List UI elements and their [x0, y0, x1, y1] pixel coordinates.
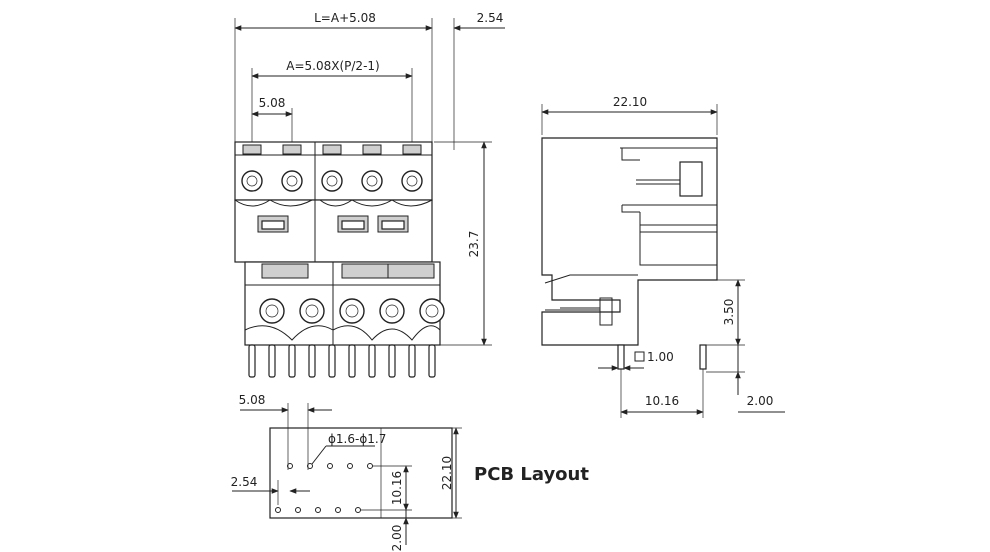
pcb-offset-label: 2.54 [231, 475, 258, 489]
pcb-width-label: 22.10 [440, 456, 454, 490]
row-spacing-label: 10.16 [645, 394, 679, 408]
lower-screw-row [259, 298, 445, 324]
pitch-span-label: A=5.08X(P/2-1) [286, 59, 379, 73]
pin-offset-label: 2.00 [747, 394, 774, 408]
upper-screw-row [241, 170, 423, 192]
pin-size-label: 1.00 [647, 350, 674, 364]
pcb-row-spacing-label: 10.16 [390, 471, 404, 505]
side-view: 22.10 3.50 2.00 1.00 10.16 [541, 95, 785, 418]
height-label: 23.7 [467, 231, 481, 258]
pcb-layout: 5.08 ϕ1.6-ϕ1.7 2.54 10.16 [231, 393, 590, 551]
total-length-label: L=A+5.08 [314, 11, 376, 25]
front-view: L=A+5.08 2.54 A=5.08X(P/2-1) 5.08 23.7 [234, 11, 505, 378]
pcb-layout-title: PCB Layout [474, 464, 589, 485]
pin-height-label: 3.50 [722, 299, 736, 326]
pitch-label: 5.08 [259, 96, 286, 110]
pcb-holes [275, 463, 373, 513]
side-width-label: 22.10 [613, 95, 647, 109]
pcb-pitch-label: 5.08 [239, 393, 266, 407]
offset-label: 2.54 [477, 11, 504, 25]
hole-diameter-label: ϕ1.6-ϕ1.7 [328, 432, 386, 446]
pcb-bottom-offset-label: 2.00 [390, 525, 404, 552]
front-pins [248, 344, 436, 378]
